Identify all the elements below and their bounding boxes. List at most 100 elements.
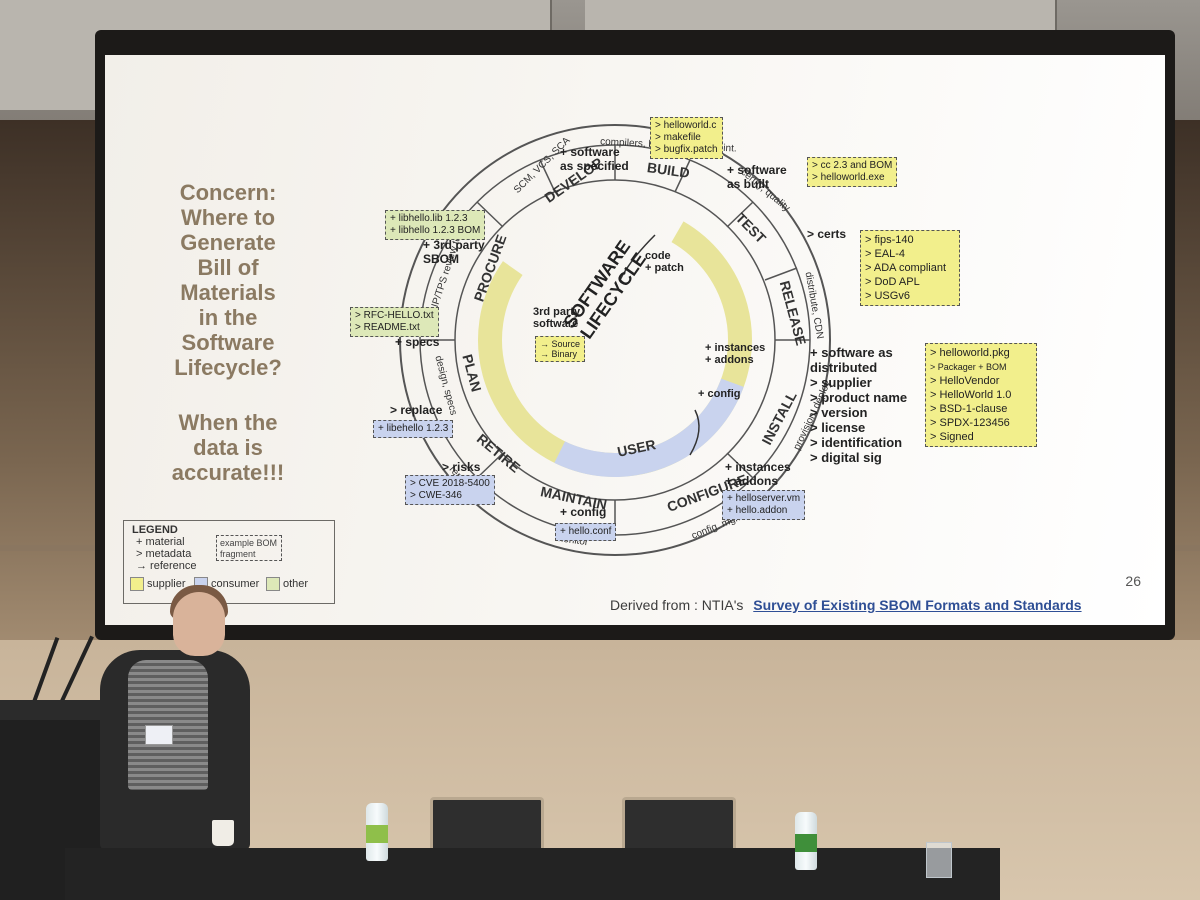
- legend-fragment-line: fragment: [220, 549, 278, 560]
- box-line: > makefile: [655, 132, 718, 144]
- note-line: + 3rd party: [423, 238, 485, 252]
- box-line: > USGv6: [865, 289, 955, 303]
- note-specs: + specs: [395, 335, 439, 349]
- box-line: → Source: [540, 339, 580, 349]
- box-line: > README.txt: [355, 322, 434, 334]
- slide-number: 26: [1125, 573, 1141, 589]
- box-rfc: > RFC-HELLO.txt > README.txt: [350, 307, 439, 337]
- drinking-glass: [926, 842, 952, 878]
- box-line: > Packager + BOM: [930, 360, 1032, 374]
- box-line: > RFC-HELLO.txt: [355, 310, 434, 322]
- inner-note-line: 3rd party: [533, 306, 580, 318]
- legend: LEGEND + material > metadata → reference…: [123, 520, 335, 604]
- note-config: + config: [560, 505, 606, 519]
- slide-credit: Derived from : NTIA's Survey of Existing…: [610, 597, 1082, 613]
- note-software-built: + software as built: [727, 163, 787, 191]
- box-line: > DoD APL: [865, 275, 955, 289]
- note-line: + addons: [725, 474, 791, 488]
- inner-note-line: code: [645, 250, 684, 262]
- other-swatch: [266, 577, 280, 591]
- box-line: > HelloVendor: [930, 374, 1032, 388]
- box-line: > helloworld.c: [655, 120, 718, 132]
- box-line: > SPDX-123456: [930, 416, 1032, 430]
- note-certs: > certs: [807, 227, 846, 241]
- concern-line: data is: [133, 435, 323, 460]
- box-line: > ADA compliant: [865, 261, 955, 275]
- legend-metadata: > metadata: [136, 548, 191, 560]
- concern-line: Materials: [133, 280, 323, 305]
- concern-line: Concern:: [133, 180, 323, 205]
- legend-title: LEGEND: [132, 524, 178, 536]
- box-risks: > CVE 2018-5400 > CWE-346: [405, 475, 495, 505]
- box-line: > bugfix.patch: [655, 144, 718, 156]
- coffee-cup: [212, 820, 234, 846]
- box-line: > BSD-1-clause: [930, 402, 1032, 416]
- legend-supplier-label: supplier: [147, 578, 186, 590]
- box-line: > HelloWorld 1.0: [930, 388, 1032, 402]
- box-config: + hello.conf: [555, 523, 616, 541]
- note-line: distributed: [810, 360, 907, 375]
- note-software-specified: + software as specified: [560, 145, 629, 173]
- water-bottle: [366, 803, 388, 861]
- legend-fragment-line: example BOM: [220, 538, 278, 549]
- box-line: > CVE 2018-5400: [410, 478, 490, 490]
- inner-note-code-patch: code + patch: [645, 250, 684, 274]
- box-line: + hello.conf: [560, 526, 611, 538]
- legend-consumer-label: consumer: [211, 578, 259, 590]
- note-line: > license: [810, 420, 907, 435]
- legend-fragment: example BOM fragment: [216, 535, 282, 561]
- box-line: + libhello.lib 1.2.3: [390, 213, 480, 225]
- note-line: > product name: [810, 390, 907, 405]
- speaker-head: [173, 592, 225, 656]
- inner-note-line: + patch: [645, 262, 684, 274]
- note-line: > digital sig: [810, 450, 907, 465]
- concern-line: Where to: [133, 205, 323, 230]
- concern-line: Bill of: [133, 255, 323, 280]
- box-line: > Signed: [930, 430, 1032, 444]
- box-line: > cc 2.3 and BOM: [812, 160, 892, 172]
- note-line: > identification: [810, 435, 907, 450]
- name-badge: [145, 725, 173, 745]
- box-certs: > fips-140 > EAL-4 > ADA compliant > DoD…: [860, 230, 960, 306]
- inner-note-instances: + instances + addons: [705, 342, 765, 366]
- note-line: + software: [727, 163, 787, 177]
- note-line: + instances: [725, 460, 791, 474]
- box-libhello: + libhello.lib 1.2.3 + libhello 1.2.3 BO…: [385, 210, 485, 240]
- panel-table: [65, 848, 1000, 900]
- presentation-slide: Concern: Where to Generate Bill of Mater…: [105, 55, 1165, 625]
- concern-line: Lifecycle?: [133, 355, 323, 380]
- box-line: > fips-140: [865, 233, 955, 247]
- note-risks: > risks: [442, 460, 480, 474]
- box-replace: + libehello 1.2.3: [373, 420, 453, 438]
- legend-reference: → reference: [136, 560, 197, 572]
- box-line: > helloworld.pkg: [930, 346, 1032, 360]
- box-line: → Binary: [540, 349, 580, 359]
- note-third-party-sbom: + 3rd party SBOM: [423, 238, 485, 266]
- legend-other: other: [266, 577, 308, 591]
- inner-source-binary-box: → Source → Binary: [535, 336, 585, 362]
- concern-line: in the: [133, 305, 323, 330]
- note-replace: > replace: [390, 403, 442, 417]
- legend-other-label: other: [283, 578, 308, 590]
- box-line: > helloworld.exe: [812, 172, 892, 184]
- credit-link[interactable]: Survey of Existing SBOM Formats and Stan…: [753, 597, 1081, 613]
- note-line: > version: [810, 405, 907, 420]
- note-instances: + instances + addons: [725, 460, 791, 488]
- water-bottle: [795, 812, 817, 870]
- inner-note-line: + addons: [705, 354, 765, 366]
- inner-note-third-party: 3rd party software: [533, 306, 580, 330]
- legend-supplier: supplier: [130, 577, 186, 591]
- inner-note-line: + instances: [705, 342, 765, 354]
- box-distributed: > helloworld.pkg > Packager + BOM > Hell…: [925, 343, 1037, 447]
- concern-line: accurate!!!: [133, 460, 323, 485]
- credit-prefix: Derived from : NTIA's: [610, 597, 743, 613]
- box-instances: + helloserver.vm + hello.addon: [722, 490, 805, 520]
- box-line: > EAL-4: [865, 247, 955, 261]
- inner-note-line: software: [533, 318, 580, 330]
- note-line: SBOM: [423, 252, 485, 266]
- box-hello-source: > helloworld.c > makefile > bugfix.patch: [650, 117, 723, 159]
- box-line: + helloserver.vm: [727, 493, 800, 505]
- inner-note-config: + config: [698, 388, 740, 400]
- concern-line: Generate: [133, 230, 323, 255]
